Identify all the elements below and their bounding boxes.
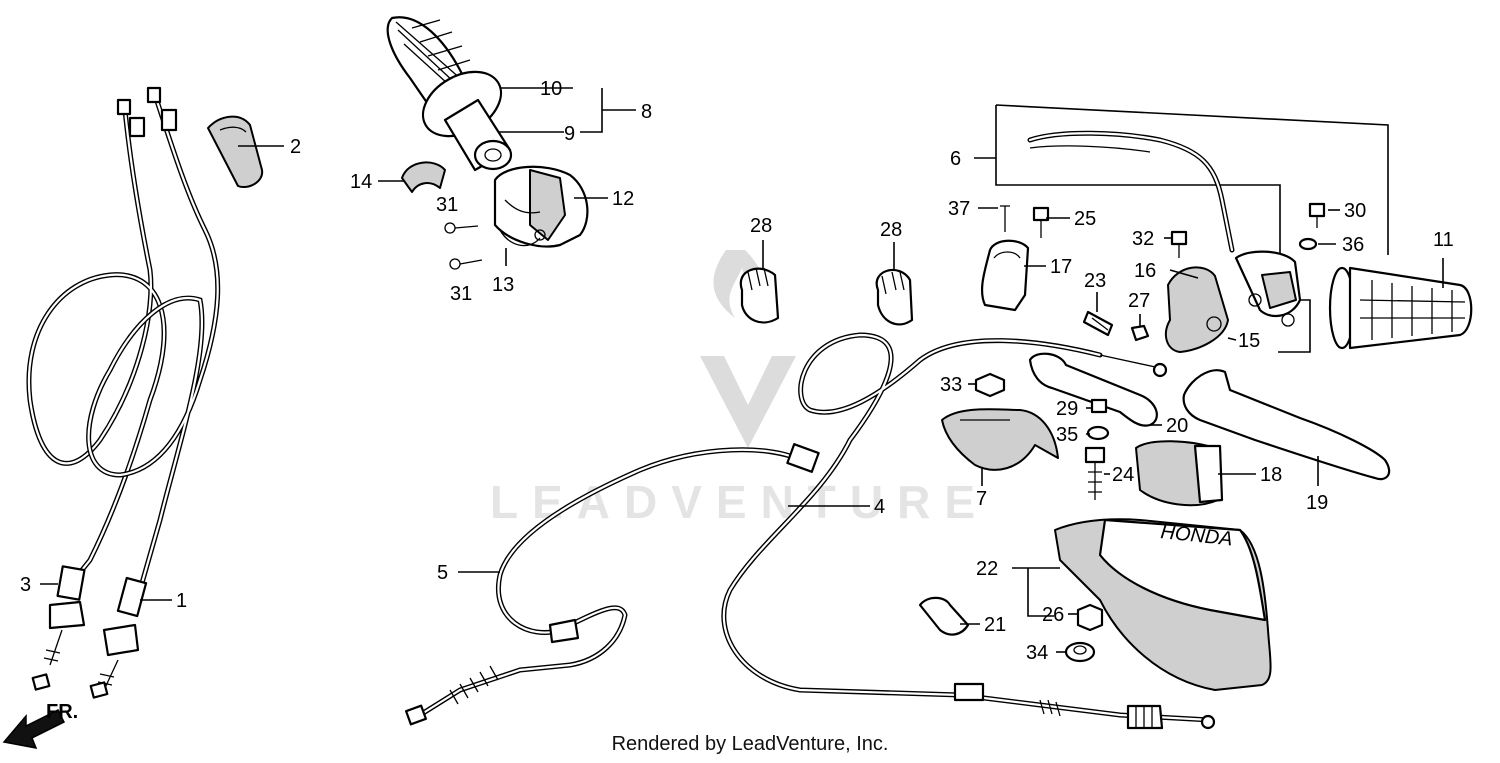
callout-27: 27 <box>1128 290 1150 312</box>
watermark: LEADVENTURE <box>490 250 989 528</box>
callout-20: 20 <box>1166 415 1188 437</box>
callout-1: 1 <box>176 590 187 612</box>
bolt-37 <box>1000 205 1010 232</box>
callout-30: 30 <box>1344 200 1366 222</box>
callout-25: 25 <box>1074 208 1096 230</box>
switch-housing-12-13 <box>493 165 589 248</box>
bracket-17 <box>981 239 1030 312</box>
callout-10: 10 <box>540 78 562 100</box>
callout-8: 8 <box>641 101 652 123</box>
brake-lever-19 <box>1182 369 1391 481</box>
callout-15: 15 <box>1238 330 1260 352</box>
screw-31a <box>444 222 479 234</box>
callout-26: 26 <box>1042 604 1064 626</box>
lever-boot-7 <box>941 408 1059 471</box>
throttle-cable-1 <box>86 86 221 699</box>
callout-4: 4 <box>874 496 885 518</box>
screw-30 <box>1308 202 1326 228</box>
collar-34 <box>1064 641 1096 663</box>
callout-3: 3 <box>20 574 31 596</box>
screw-31b <box>449 258 483 270</box>
callout-37: 37 <box>948 198 970 220</box>
nut-26 <box>1076 603 1104 632</box>
clutch-cable-5 <box>404 443 820 726</box>
callout-23: 23 <box>1084 270 1106 292</box>
clutch-lever-20 <box>1028 352 1158 427</box>
nut-33 <box>974 372 1006 398</box>
lever-boot-18 <box>1135 440 1224 507</box>
clamp-14 <box>401 161 446 193</box>
callout-19: 19 <box>1306 492 1328 514</box>
right-grip-11 <box>1328 266 1473 350</box>
throttle-housing-assembly-6 <box>995 104 1389 353</box>
footer-credit: Rendered by LeadVenture, Inc. <box>611 733 889 755</box>
callout-6: 6 <box>950 148 961 170</box>
callout-28a: 28 <box>750 215 772 237</box>
callout-11: 11 <box>1433 229 1454 251</box>
callout-labels: 1 2 3 4 5 6 7 8 9 10 11 12 13 14 15 16 1… <box>20 78 1454 664</box>
callout-21: 21 <box>984 614 1006 636</box>
callout-2: 2 <box>290 136 301 158</box>
callout-32: 32 <box>1132 228 1154 250</box>
callout-28b: 28 <box>880 219 902 241</box>
callout-13: 13 <box>492 274 514 296</box>
bolt-29 <box>1090 398 1108 414</box>
front-direction-arrow: FR. <box>2 701 78 749</box>
callout-35: 35 <box>1056 424 1078 446</box>
direction-label: FR. <box>46 701 78 723</box>
screw-25 <box>1032 206 1050 238</box>
nut-27 <box>1130 324 1150 342</box>
callout-14: 14 <box>350 171 372 193</box>
lever-holder-16-15 <box>1164 266 1229 353</box>
callout-9: 9 <box>564 123 575 145</box>
grip-collar-9 <box>473 139 513 171</box>
watermark-text: LEADVENTURE <box>490 476 989 528</box>
cable-band-28a <box>739 267 780 324</box>
callout-12: 12 <box>612 188 634 210</box>
callout-22: 22 <box>976 558 998 580</box>
throttle-cable-3 <box>26 98 167 691</box>
callout-31a: 31 <box>436 194 458 216</box>
bolt-23 <box>1082 310 1114 337</box>
washer-35 <box>1086 425 1110 441</box>
washer-36 <box>1298 237 1318 251</box>
callout-18: 18 <box>1260 464 1282 486</box>
callout-16: 16 <box>1134 260 1156 282</box>
cable-4 <box>721 332 1216 730</box>
left-grip-10 <box>386 16 512 172</box>
cable-band-28b <box>875 269 914 326</box>
callout-24: 24 <box>1112 464 1134 486</box>
callout-7: 7 <box>976 488 987 510</box>
callout-31b: 31 <box>450 283 472 305</box>
callout-34: 34 <box>1026 642 1048 664</box>
callout-leaders <box>40 87 1444 653</box>
bolt-24 <box>1084 446 1106 500</box>
clip-21 <box>918 596 970 636</box>
callout-5: 5 <box>437 562 448 584</box>
callout-36: 36 <box>1342 234 1364 256</box>
screw-32 <box>1170 230 1188 258</box>
callout-17: 17 <box>1050 256 1072 278</box>
callout-29: 29 <box>1056 398 1078 420</box>
hand-guard-22: HONDA <box>1054 518 1272 691</box>
callout-33: 33 <box>940 374 962 396</box>
cable-boot-2 <box>207 115 264 188</box>
